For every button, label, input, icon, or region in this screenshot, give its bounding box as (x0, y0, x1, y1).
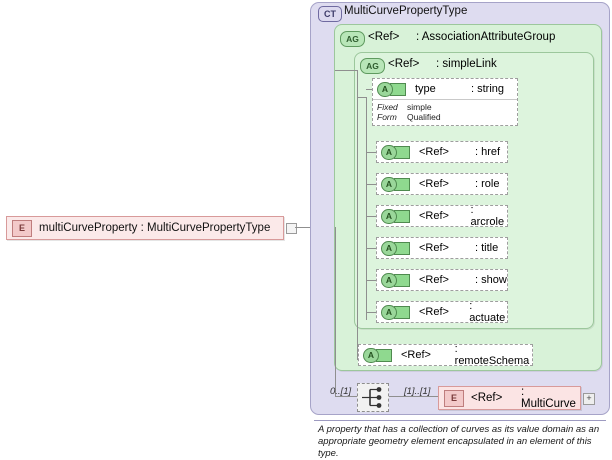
connector-stub-role (366, 184, 376, 185)
connector-to-sequence (335, 396, 357, 397)
attributegroup-outer-badge-icon: AG (340, 31, 365, 47)
element-expander-icon[interactable]: + (583, 393, 595, 405)
connector-sequence-to-element (389, 396, 438, 397)
attribute-row-actuate[interactable]: A <Ref> : actuate (376, 300, 508, 324)
connector-simplelink-entry (357, 97, 366, 98)
attributegroup-inner-ref: <Ref> (388, 58, 420, 70)
attribute-ref: <Ref> (419, 274, 449, 286)
sequence-compositor-icon[interactable] (357, 383, 389, 412)
connector-stub-arcrole (366, 216, 376, 217)
attribute-row-type[interactable]: A type : string Fixed simple Form Qualif… (372, 78, 518, 126)
attribute-badge-icon: A (381, 304, 411, 320)
element-multicurve[interactable]: E <Ref> : MultiCurve (438, 386, 581, 410)
attribute-row-role[interactable]: A <Ref> : role (376, 173, 508, 195)
attributegroup-inner-badge-icon: AG (360, 58, 385, 74)
attribute-badge-icon: A (381, 176, 411, 192)
attribute-ref: <Ref> (419, 210, 449, 222)
property-value: simple (407, 102, 432, 112)
attribute-ref: <Ref> (401, 349, 431, 361)
attribute-badge-icon: A (381, 240, 411, 256)
attribute-type: : arcrole (470, 204, 505, 228)
attribute-type: : show (475, 274, 507, 286)
attribute-type: : role (475, 178, 500, 190)
attribute-badge-icon: A (381, 208, 411, 224)
documentation-text: A property that has a collection of curv… (318, 424, 600, 459)
root-element-expander-icon[interactable] (286, 223, 297, 234)
connector-trunk-vertical (335, 227, 336, 396)
element-badge-icon: E (444, 389, 464, 407)
attribute-type: : remoteSchema (454, 343, 530, 367)
element-badge-icon: E (12, 219, 32, 237)
connector-stub-show (366, 280, 376, 281)
attribute-ref: <Ref> (419, 146, 449, 158)
attribute-badge-icon: A (381, 272, 411, 288)
connector-stub-title (366, 248, 376, 249)
connector-stub-actuate (366, 312, 376, 313)
connector-attribute-spine (357, 70, 358, 360)
connector-stub-type (366, 89, 374, 90)
attribute-row-show[interactable]: A <Ref> : show (376, 269, 508, 291)
property-row-form: Form Qualified (377, 112, 517, 122)
connector-simplelink-spine (366, 97, 367, 320)
attribute-badge-icon: A (381, 144, 411, 160)
attribute-type-header: A type : string (373, 79, 517, 100)
attribute-type: : title (475, 242, 499, 254)
element-ref: <Ref> (471, 392, 503, 404)
cardinality-right: [1]..[1] (404, 386, 431, 397)
property-row-fixed: Fixed simple (377, 102, 517, 112)
attribute-type: : href (475, 146, 501, 158)
attribute-ref: <Ref> (419, 242, 449, 254)
property-key: Form (377, 112, 397, 122)
property-key: Fixed (377, 102, 398, 112)
root-element-multicurveproperty[interactable]: E multiCurveProperty : MultiCurvePropert… (6, 216, 284, 240)
connector-to-attributegroup (335, 70, 357, 71)
attribute-type: : string (471, 83, 505, 95)
attribute-badge-icon: A (377, 81, 407, 97)
complextype-title: MultiCurvePropertyType (344, 5, 468, 17)
attribute-name: type (415, 83, 436, 95)
attributegroup-outer-ref: <Ref> (368, 31, 400, 43)
attribute-row-arcrole[interactable]: A <Ref> : arcrole (376, 204, 508, 228)
complextype-badge-icon: CT (318, 6, 342, 22)
property-value: Qualified (407, 112, 441, 122)
documentation-separator (314, 420, 606, 421)
attribute-type: : actuate (469, 300, 506, 324)
attribute-badge-icon: A (363, 347, 393, 363)
attribute-row-href[interactable]: A <Ref> : href (376, 141, 508, 163)
element-type: : MultiCurve (521, 386, 576, 410)
cardinality-left: 0..[1] (330, 386, 352, 397)
attribute-ref: <Ref> (419, 178, 449, 190)
attribute-ref: <Ref> (419, 306, 449, 318)
root-element-label: multiCurveProperty : MultiCurvePropertyT… (39, 222, 271, 234)
connector-stub-href (366, 152, 376, 153)
attributegroup-inner-type: : simpleLink (436, 58, 497, 70)
attributegroup-outer-type: : AssociationAttributeGroup (416, 31, 556, 43)
attribute-row-title[interactable]: A <Ref> : title (376, 237, 508, 259)
attribute-row-remoteschema[interactable]: A <Ref> : remoteSchema (358, 343, 533, 367)
attribute-properties: Fixed simple Form Qualified (373, 100, 517, 122)
